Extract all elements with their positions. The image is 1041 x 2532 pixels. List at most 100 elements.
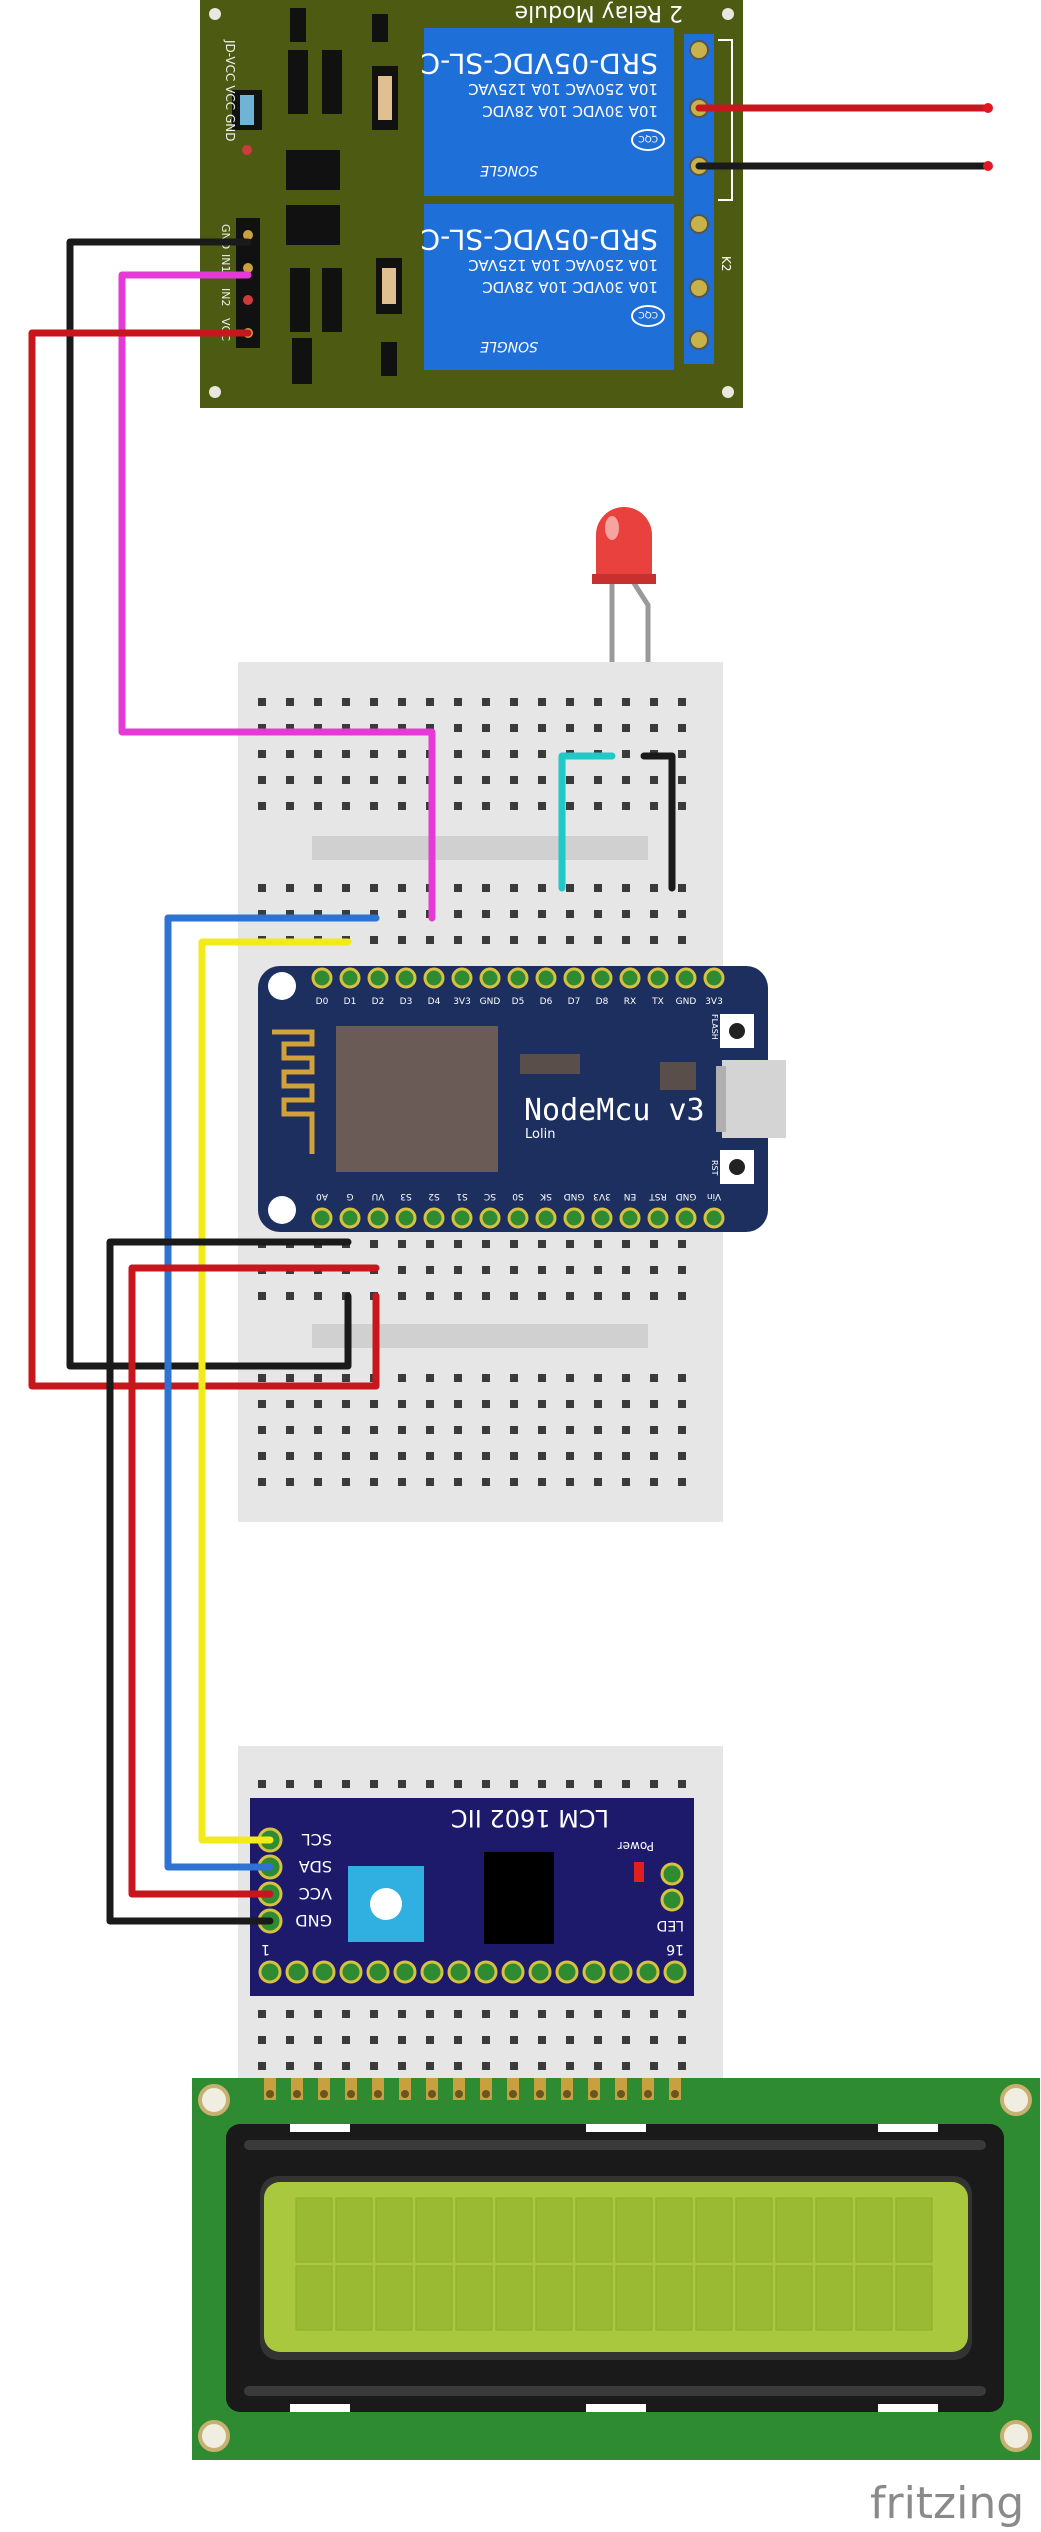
lcd-header-hole xyxy=(347,2090,355,2098)
breadboard-hole xyxy=(622,1374,630,1382)
lcd-header-hole xyxy=(563,2090,571,2098)
breadboard-hole xyxy=(538,802,546,810)
breadboard-hole xyxy=(678,936,686,944)
i2c-header-pin xyxy=(528,1960,552,1984)
breadboard-hole xyxy=(454,1374,462,1382)
nodemcu-top-pin xyxy=(675,967,697,989)
breadboard-hole xyxy=(678,802,686,810)
breadboard-hole xyxy=(650,802,658,810)
nodemcu-bottom-pin xyxy=(339,1207,361,1229)
nodemcu-top-pin xyxy=(395,967,417,989)
nodemcu-top-pin-label: D4 xyxy=(428,997,441,1007)
breadboard-hole xyxy=(370,2036,378,2044)
lcd-header-hole xyxy=(320,2090,328,2098)
breadboard-hole xyxy=(538,1292,546,1300)
breadboard-hole xyxy=(398,2010,406,2018)
breadboard-hole xyxy=(650,2036,658,2044)
breadboard-hole xyxy=(370,1478,378,1486)
wire-led-black xyxy=(640,752,676,892)
nodemcu-bottom-pin xyxy=(563,1207,585,1229)
i2c-pin-scl: SCL xyxy=(302,1830,332,1849)
i2c-header-pin xyxy=(663,1960,687,1984)
breadboard-hole xyxy=(538,1374,546,1382)
breadboard-hole xyxy=(398,1266,406,1274)
breadboard-hole xyxy=(454,724,462,732)
nodemcu-bottom-pin xyxy=(367,1207,389,1229)
breadboard-hole xyxy=(650,1266,658,1274)
breadboard-hole xyxy=(566,2036,574,2044)
breadboard-hole xyxy=(622,1452,630,1460)
breadboard-hole xyxy=(678,2036,686,2044)
breadboard-hole xyxy=(314,802,322,810)
breadboard-hole xyxy=(510,750,518,758)
breadboard-hole xyxy=(398,1374,406,1382)
breadboard-hole xyxy=(258,802,266,810)
breadboard-hole xyxy=(650,1426,658,1434)
nodemcu-bottom-pin xyxy=(311,1207,333,1229)
breadboard-hole xyxy=(286,1400,294,1408)
i2c-header-pin xyxy=(501,1960,525,1984)
breadboard-hole xyxy=(258,910,266,918)
lcd-character-cell xyxy=(375,2265,413,2331)
nodemcu-bottom-pin xyxy=(395,1207,417,1229)
breadboard-hole xyxy=(566,1426,574,1434)
breadboard-hole xyxy=(594,1292,602,1300)
lcd-header-pins xyxy=(264,2078,681,2100)
nodemcu-top-pin xyxy=(367,967,389,989)
breadboard-hole xyxy=(678,1374,686,1382)
breadboard-hole xyxy=(482,936,490,944)
nodemcu-top-pin xyxy=(563,967,585,989)
breadboard-hole xyxy=(426,1266,434,1274)
breadboard-hole xyxy=(342,1780,350,1788)
lcd-character-cell xyxy=(455,2265,493,2331)
breadboard-hole xyxy=(426,1400,434,1408)
wires xyxy=(28,238,676,1925)
breadboard-hole xyxy=(538,2036,546,2044)
lcd-character-cell xyxy=(575,2265,613,2331)
breadboard-hole xyxy=(566,1780,574,1788)
i2c-pin-gnd: GND xyxy=(295,1911,332,1930)
relay-components xyxy=(286,8,402,384)
lcd-header-hole xyxy=(590,2090,598,2098)
breadboard-hole xyxy=(454,2036,462,2044)
breadboard-hole xyxy=(538,1780,546,1788)
lcd-character-cell xyxy=(615,2197,653,2263)
breadboard-hole xyxy=(314,2036,322,2044)
breadboard-hole xyxy=(286,2010,294,2018)
breadboard-hole xyxy=(454,776,462,784)
nodemcu-bottom-pin xyxy=(479,1207,501,1229)
lcd-mount-holes xyxy=(198,2084,1032,2452)
breadboard-hole xyxy=(482,1400,490,1408)
relay-2-model: SRD-05VDC-SL-C xyxy=(421,223,658,256)
breadboard-hole xyxy=(258,1292,266,1300)
breadboard-hole xyxy=(314,910,322,918)
i2c-header-pin xyxy=(555,1960,579,1984)
breadboard-hole xyxy=(482,1426,490,1434)
breadboard-hole xyxy=(314,884,322,892)
breadboard-hole xyxy=(622,1292,630,1300)
breadboard-hole xyxy=(678,750,686,758)
nodemcu-bottom-pin xyxy=(535,1207,557,1229)
wire-lcd-vcc-red xyxy=(128,1264,380,1898)
breadboard-hole xyxy=(342,776,350,784)
breadboard-hole xyxy=(594,936,602,944)
nodemcu-top-pin-label: D3 xyxy=(400,997,413,1007)
nodemcu-top-pin xyxy=(535,967,557,989)
lcd-bezel-clips xyxy=(290,2124,938,2412)
lcd-header-hole xyxy=(671,2090,679,2098)
breadboard-hole xyxy=(258,1452,266,1460)
breadboard-hole xyxy=(678,698,686,706)
breadboard-hole xyxy=(454,884,462,892)
breadboard-hole xyxy=(398,1452,406,1460)
i2c-header-pin xyxy=(447,1960,471,1984)
breadboard-hole xyxy=(678,1780,686,1788)
breadboard-hole xyxy=(566,776,574,784)
breadboard-top-holes xyxy=(258,698,686,1486)
breadboard-hole xyxy=(510,1292,518,1300)
breadboard-hole xyxy=(538,1240,546,1248)
breadboard-hole xyxy=(594,698,602,706)
i2c-16-pin-header xyxy=(258,1960,687,1984)
breadboard-hole xyxy=(342,884,350,892)
